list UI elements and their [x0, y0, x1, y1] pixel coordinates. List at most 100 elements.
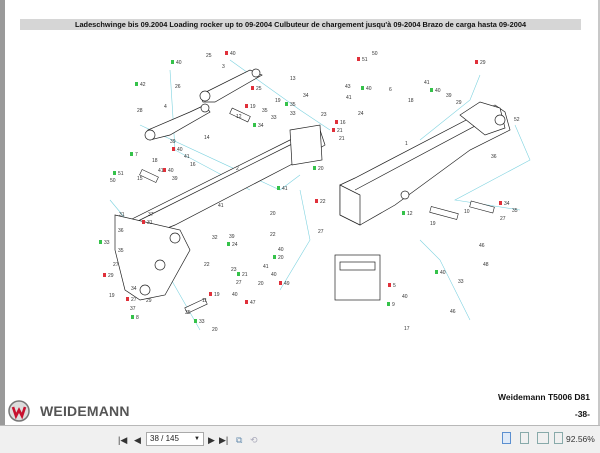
grease-nipple-marker — [135, 82, 138, 86]
previous-page-icon[interactable]: ◀ — [134, 435, 141, 445]
bushing-marker — [209, 292, 212, 296]
callout-34: 34 — [258, 123, 264, 129]
callout-21: 21 — [242, 272, 248, 278]
grease-nipple-marker — [227, 242, 230, 246]
callout-1: 1 — [405, 141, 408, 147]
grease-nipple-marker — [430, 88, 433, 92]
callout-51: 51 — [362, 57, 368, 63]
callout-12: 12 — [407, 211, 413, 217]
bushing-marker — [163, 168, 166, 172]
callout-27: 27 — [131, 297, 137, 303]
callout-34: 34 — [131, 286, 137, 292]
callout-39: 39 — [170, 139, 176, 145]
bushing-marker — [279, 281, 282, 285]
callout-48: 48 — [483, 262, 489, 268]
callout-24: 24 — [358, 111, 364, 117]
model-label: Weidemann T5006 D81 — [498, 392, 590, 402]
grease-nipple-marker — [402, 211, 405, 215]
callout-15: 15 — [137, 176, 143, 182]
callout-41: 41 — [184, 154, 190, 160]
callout-31: 31 — [119, 212, 125, 218]
last-page-icon[interactable]: ▶| — [219, 435, 229, 445]
callout-41: 41 — [346, 95, 352, 101]
callout-35: 35 — [118, 248, 124, 254]
viewer-right-border — [598, 0, 600, 425]
zoom-level[interactable]: 92.56% — [566, 434, 595, 444]
callout-49: 49 — [284, 281, 290, 287]
pdf-page: Ladeschwinge bis 09.2004 Loading rocker … — [5, 0, 598, 425]
bushing-marker — [225, 51, 228, 55]
callout-labels: 4025340261342284251934353312193533341439… — [104, 51, 520, 333]
callout-41: 41 — [424, 80, 430, 86]
next-page-icon[interactable]: ▶ — [208, 435, 215, 445]
quick-coupler — [334, 254, 381, 301]
callout-35: 35 — [262, 108, 268, 114]
callout-42: 42 — [140, 82, 146, 88]
callout-19: 19 — [109, 293, 115, 299]
callout-33: 33 — [199, 319, 205, 325]
callout-19: 19 — [250, 104, 256, 110]
callout-20: 20 — [258, 281, 264, 287]
callout-5: 5 — [393, 283, 396, 289]
callout-29: 29 — [480, 60, 486, 66]
two-page-icon[interactable] — [537, 432, 549, 444]
callout-6: 6 — [389, 87, 392, 93]
page-number-input[interactable]: 38 / 145 ▼ — [146, 432, 204, 446]
callout-40: 40 — [232, 292, 238, 298]
bushing-marker — [172, 147, 175, 151]
callout-21: 21 — [339, 136, 345, 142]
copy-icon[interactable]: ⧉ — [236, 435, 243, 445]
callout-35: 35 — [290, 102, 296, 108]
callout-27: 27 — [318, 229, 324, 235]
callout-40: 40 — [440, 270, 446, 276]
callout-25: 25 — [206, 53, 212, 59]
callout-27: 27 — [236, 280, 242, 286]
continuous-icon[interactable] — [520, 432, 529, 444]
callout-7: 7 — [135, 152, 138, 158]
callout-3: 3 — [222, 64, 225, 70]
grease-nipple-marker — [273, 255, 276, 259]
callout-40: 40 — [177, 147, 183, 153]
single-page-icon[interactable] — [502, 432, 511, 444]
leader-lines — [109, 59, 531, 331]
bushing-marker — [388, 283, 391, 287]
two-page-continuous-icon[interactable] — [554, 432, 563, 444]
grease-nipple-marker — [253, 123, 256, 127]
brand-wordmark: WEIDEMANN — [40, 403, 130, 419]
callout-23: 23 — [321, 112, 327, 118]
callout-19: 19 — [430, 221, 436, 227]
bushing-marker — [315, 199, 318, 203]
callout-14: 14 — [204, 135, 210, 141]
callout-39: 39 — [446, 93, 452, 99]
callout-20: 20 — [270, 211, 276, 217]
callout-4: 4 — [164, 104, 167, 110]
grease-nipple-marker — [99, 240, 102, 244]
grease-nipple-marker — [194, 319, 197, 323]
first-page-icon[interactable]: |◀ — [118, 435, 128, 445]
callout-22: 22 — [204, 262, 210, 268]
callout-16: 16 — [340, 120, 346, 126]
callout-41: 41 — [218, 203, 224, 209]
pdf-toolbar: |◀ ◀ 38 / 145 ▼ ▶ ▶| ⧉ ⟲ 92.56% — [0, 425, 600, 453]
chevron-down-icon[interactable]: ▼ — [194, 436, 200, 442]
callout-39: 39 — [172, 176, 178, 182]
callout-40: 40 — [271, 272, 277, 278]
callout-13: 13 — [290, 76, 296, 82]
callout-18: 18 — [408, 98, 414, 104]
bushing-marker — [245, 104, 248, 108]
callout-27: 27 — [500, 216, 506, 222]
bushing-marker — [126, 297, 129, 301]
callout-19: 19 — [275, 98, 281, 104]
callout-33: 33 — [271, 115, 277, 121]
rotate-icon[interactable]: ⟲ — [250, 435, 258, 445]
callout-33: 33 — [290, 111, 296, 117]
callout-24: 24 — [232, 242, 238, 248]
callout-46: 46 — [479, 243, 485, 249]
callout-16: 16 — [190, 162, 196, 168]
callout-47: 47 — [250, 300, 256, 306]
grease-nipple-marker — [171, 60, 174, 64]
callout-21: 21 — [337, 128, 343, 134]
weidemann-logo-icon — [8, 400, 30, 422]
callout-39: 39 — [229, 234, 235, 240]
callout-29: 29 — [108, 273, 114, 279]
